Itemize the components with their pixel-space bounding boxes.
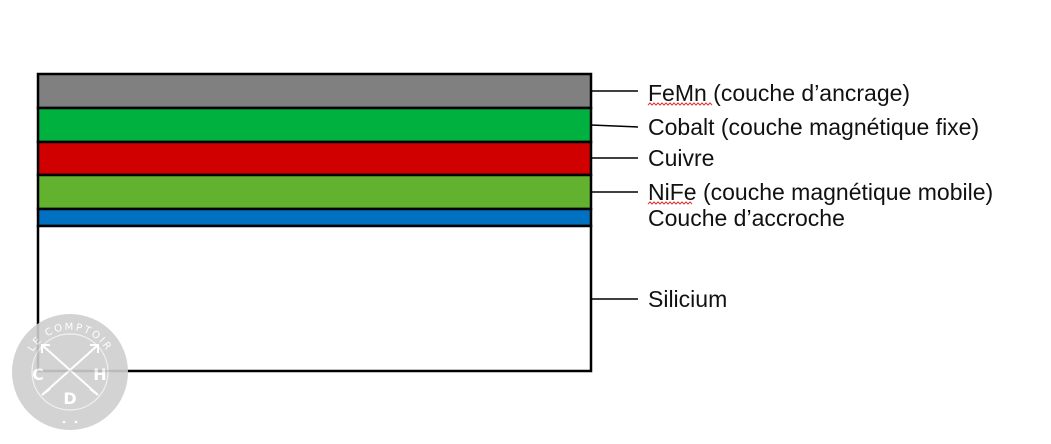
label-silicium: Silicium — [648, 286, 727, 312]
watermark-letter-bottom: D — [63, 389, 76, 408]
label-nife-rest: (couche magnétique mobile) — [697, 179, 994, 205]
leader-lines — [590, 90, 639, 300]
layer-silicium — [36, 224, 593, 373]
label-femn: FeMn (couche d’ancrage) — [648, 80, 910, 106]
layer-nife — [36, 173, 593, 211]
watermark-letter-left: C — [32, 365, 44, 384]
watermark-logo: LE COMPTOIR C H D — [12, 314, 128, 430]
label-nife: NiFe (couche magnétique mobile) — [648, 179, 993, 205]
watermark-dot-right — [74, 420, 78, 424]
layer-femn — [36, 72, 593, 110]
watermark-letter-right: H — [93, 365, 106, 384]
watermark-inner-ring — [31, 333, 109, 411]
layer-accroche — [36, 207, 593, 228]
crossed-arrows-icon — [41, 344, 99, 396]
label-nife-main: NiFe — [648, 179, 697, 205]
label-cuivre: Cuivre — [648, 145, 714, 171]
layer-stack — [36, 72, 593, 373]
layer-cuivre — [36, 140, 593, 177]
leader-line-cobalt — [590, 124, 639, 128]
label-femn-main: FeMn — [648, 80, 707, 106]
layer-cobalt — [36, 106, 593, 144]
label-accroche: Couche d’accroche — [648, 205, 845, 231]
watermark-disc — [12, 314, 128, 430]
watermark-dot-left — [62, 420, 66, 424]
spellcheck-underline-nife — [647, 201, 693, 205]
spellcheck-underline-femn — [647, 102, 713, 106]
layer-labels: FeMn (couche d’ancrage) Cobalt (couche m… — [647, 80, 993, 312]
label-cobalt: Cobalt (couche magnétique fixe) — [648, 114, 979, 140]
label-femn-rest: (couche d’ancrage) — [707, 80, 910, 106]
